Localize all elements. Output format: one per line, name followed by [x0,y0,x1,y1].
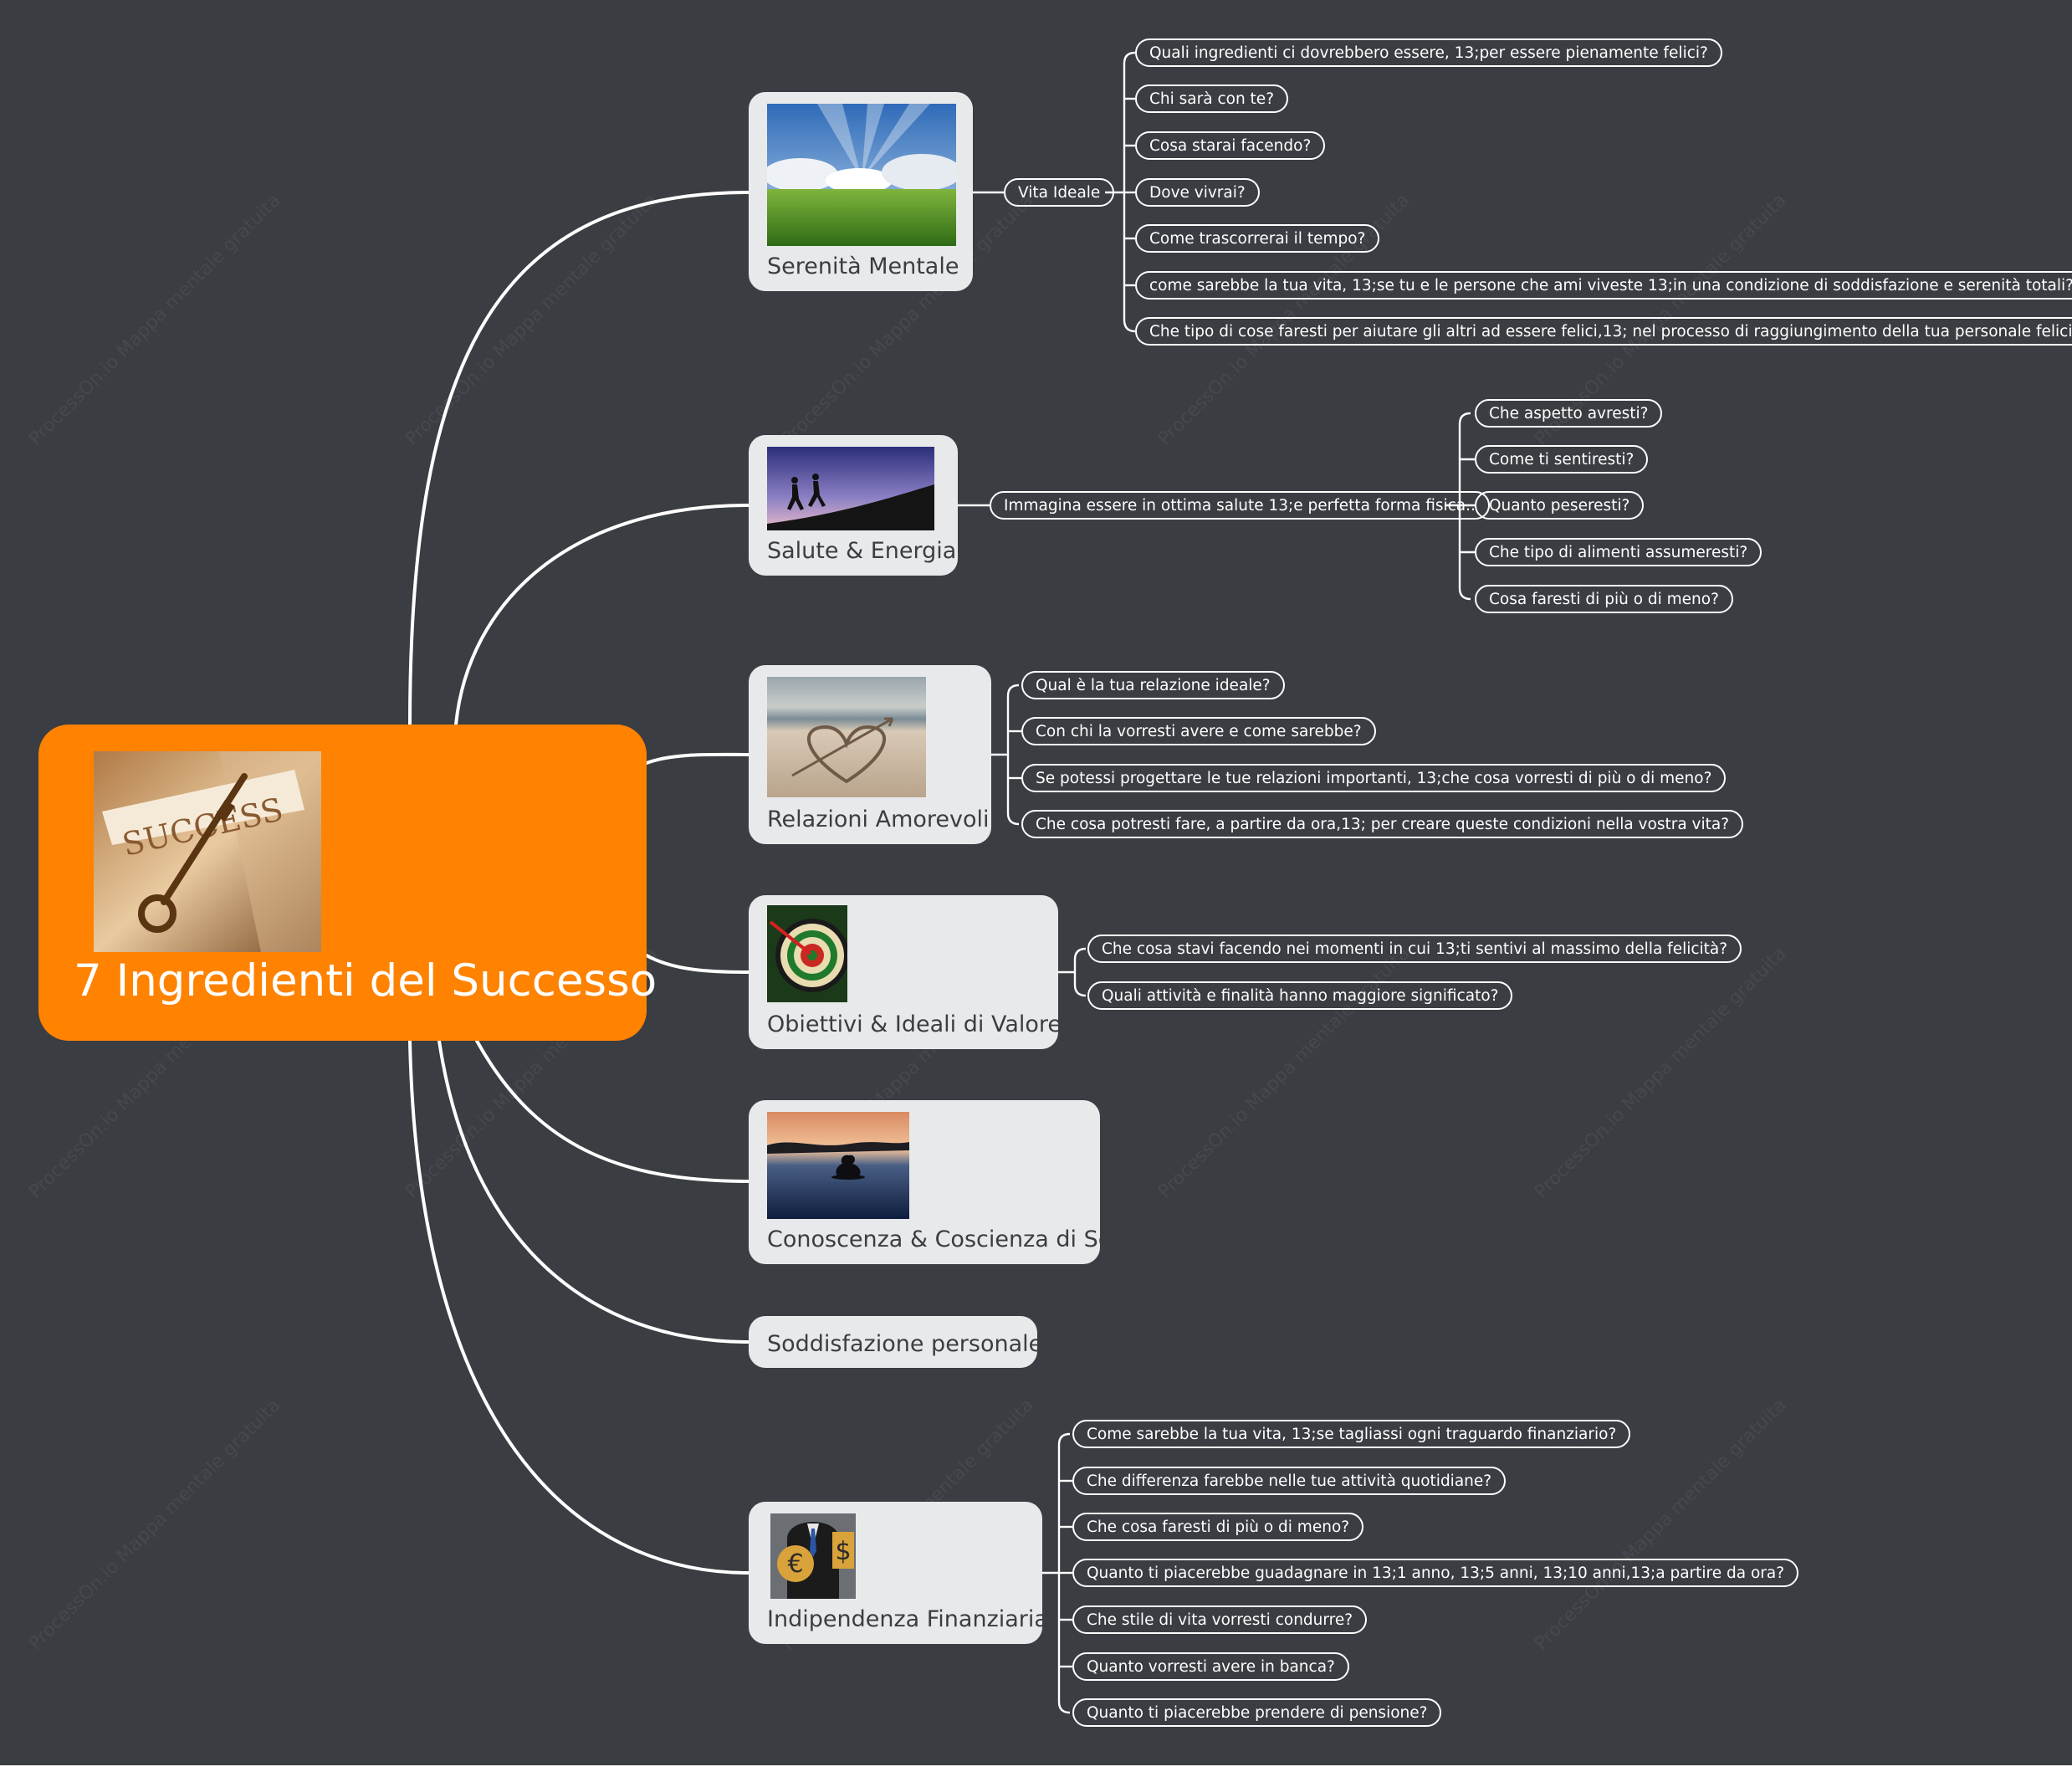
question[interactable]: Come ti sentiresti? [1475,445,1648,474]
connector-obiettivi [647,955,749,972]
question[interactable]: Chi sarà con te? [1135,84,1288,113]
question[interactable]: Che aspetto avresti? [1475,399,1662,428]
connector-conoscenza [477,1041,749,1181]
subtopic-vita-ideale[interactable]: Vita Ideale [1004,178,1114,207]
sky-field-image [767,104,956,246]
topic-relazioni-amorevoli[interactable]: Relazioni Amorevoli [749,665,991,844]
question[interactable]: Quanto ti piacerebbe prendere di pension… [1072,1698,1441,1727]
question[interactable]: Quali attività e finalità hanno maggiore… [1087,981,1512,1010]
dartboard-image [767,905,847,1002]
root-topic[interactable]: SUCCESS 7 Ingredienti del Successo [38,725,647,1041]
topic-serenita-mentale[interactable]: Serenità Mentale [749,92,973,291]
topic-label: Serenità Mentale [767,253,959,279]
subtopic-immagina[interactable]: Immagina essere in ottima salute 13;e pe… [990,491,1490,520]
question[interactable]: Quali ingredienti ci dovrebbero essere, … [1135,38,1722,67]
topic-label: Soddisfazione personale [767,1331,1042,1357]
topic-conoscenza-coscienza[interactable]: Conoscenza & Coscienza di Sè [749,1100,1100,1264]
topic-label: Salute & Energia [767,538,956,564]
topic-label: Relazioni Amorevoli [767,807,990,832]
connector-salute [456,505,749,725]
question[interactable]: come sarebbe la tua vita, 13;se tu e le … [1135,271,2072,300]
success-key-image: SUCCESS [94,751,321,952]
question[interactable]: Con chi la vorresti avere e come sarebbe… [1021,717,1376,745]
question[interactable]: Cosa faresti di più o di meno? [1475,585,1733,613]
connector-serenita [410,192,749,725]
topic-soddisfazione-personale[interactable]: Soddisfazione personale [749,1316,1037,1368]
question[interactable]: Se potessi progettare le tue relazioni i… [1021,764,1726,792]
meditation-lake-image [767,1112,909,1219]
question[interactable]: Che tipo di cose faresti per aiutare gli… [1135,317,2072,346]
question[interactable]: Qual è la tua relazione ideale? [1021,671,1285,699]
connector-indipendenza [410,1041,749,1573]
topic-label: Indipendenza Finanziaria [767,1606,1048,1632]
svg-text:€: € [787,1549,803,1579]
question[interactable]: Che stile di vita vorresti condurre? [1072,1605,1367,1634]
question[interactable]: Che cosa faresti di più o di meno? [1072,1513,1363,1541]
question[interactable]: Che cosa potresti fare, a partire da ora… [1021,810,1743,838]
question[interactable]: Come trascorrerai il tempo? [1135,224,1379,253]
currency-man-image: € $ [770,1513,856,1599]
root-title: 7 Ingredienti del Successo [74,955,657,1006]
topic-obiettivi-ideali[interactable]: Obiettivi & Ideali di Valore [749,895,1058,1049]
question[interactable]: Che differenza farebbe nelle tue attivit… [1072,1467,1506,1495]
connector-soddisfazione [439,1041,749,1342]
svg-text:$: $ [835,1537,851,1566]
question[interactable]: Cosa starai facendo? [1135,131,1325,160]
question[interactable]: Che tipo di alimenti assumeresti? [1475,538,1762,566]
question[interactable]: Dove vivrai? [1135,178,1260,207]
runners-silhouette-image [767,447,934,530]
topic-label: Obiettivi & Ideali di Valore [767,1011,1062,1037]
heart-sand-image [767,677,926,797]
connector-relazioni [647,755,749,763]
question[interactable]: Quanto vorresti avere in banca? [1072,1652,1349,1681]
question[interactable]: Quanto ti piacerebbe guadagnare in 13;1 … [1072,1559,1798,1587]
question[interactable]: Che cosa stavi facendo nei momenti in cu… [1087,935,1742,963]
topic-salute-energia[interactable]: Salute & Energia [749,435,958,576]
topic-indipendenza-finanziaria[interactable]: € $ Indipendenza Finanziaria [749,1502,1042,1644]
question[interactable]: Quanto peseresti? [1475,491,1644,520]
topic-label: Conoscenza & Coscienza di Sè [767,1226,1112,1252]
question[interactable]: Come sarebbe la tua vita, 13;se tagliass… [1072,1420,1630,1448]
